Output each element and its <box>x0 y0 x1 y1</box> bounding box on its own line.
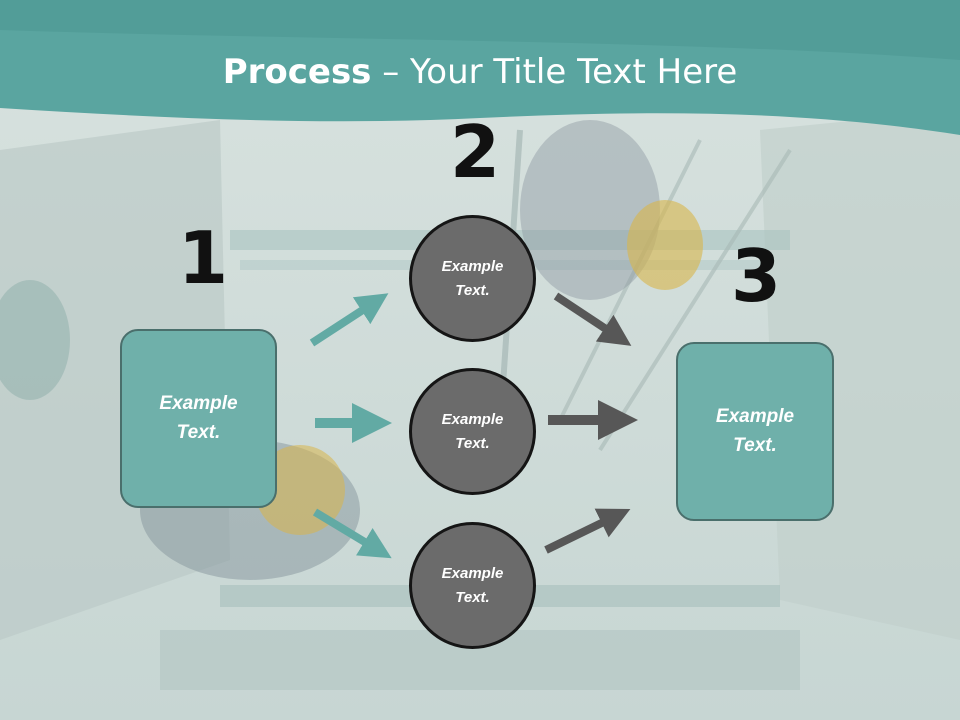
circle-bottom: Example Text. <box>409 522 536 649</box>
step-number-3: 3 <box>731 234 782 318</box>
title-rest: – Your Title Text Here <box>371 52 738 92</box>
step-number-1: 1 <box>178 216 229 300</box>
circle-top: Example Text. <box>409 215 536 342</box>
title-bold: Process <box>222 52 372 92</box>
page-title: Process – Your Title Text Here <box>0 52 960 92</box>
circle-middle: Example Text. <box>409 368 536 495</box>
step-box-3: Example Text. <box>676 342 834 521</box>
step-box-1: Example Text. <box>120 329 277 508</box>
step-number-2: 2 <box>450 110 501 194</box>
